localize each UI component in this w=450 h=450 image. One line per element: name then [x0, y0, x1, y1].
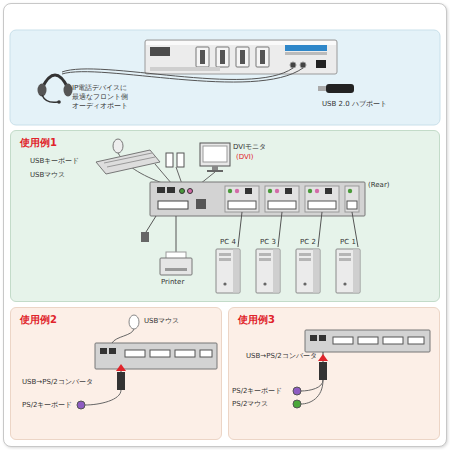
panel-title: 使用例2: [20, 313, 57, 327]
pc-tower: [335, 248, 361, 294]
usb-drive: [318, 84, 354, 93]
pc-unit: PC 2: [293, 238, 323, 296]
pc-tower: [255, 248, 281, 294]
front-panel-band: [10, 30, 440, 125]
part-label: PS/2キーボード: [22, 401, 72, 410]
part-label: DVIモニタ: [233, 143, 266, 152]
example-panel: 使用例3: [228, 307, 440, 440]
part-label: (Rear): [368, 181, 390, 190]
pc-label: PC 3: [260, 238, 276, 248]
kvm-front: [145, 40, 337, 74]
pc-unit: PC 3: [253, 238, 283, 296]
part-label: PS/2キーボード: [232, 387, 282, 396]
part-label: USB 2.0 ハブポート: [322, 100, 387, 109]
pc-label: PC 1: [340, 238, 356, 248]
panel-title: 使用例1: [20, 136, 57, 150]
pc-tower: [215, 248, 241, 294]
example-panel: 使用例2: [10, 307, 222, 440]
part-label: PS/2マウス: [232, 400, 268, 409]
part-label: IP電話デバイスに 最適なフロント側 オーディオポート: [72, 84, 134, 111]
part-label: USBマウス: [30, 171, 65, 180]
pc-tower: [295, 248, 321, 294]
pc-unit: PC 4: [213, 238, 243, 296]
part-label: USBマウス: [144, 317, 179, 326]
pc-unit: PC 1: [333, 238, 363, 296]
part-label: USB→PS/2コンバータ: [22, 378, 93, 387]
part-label: (DVI): [236, 153, 254, 162]
panel-title: 使用例3: [238, 313, 275, 327]
part-label: USB→PS/2コンバータ: [246, 352, 317, 361]
part-label: USBキーボード: [30, 157, 79, 166]
example-panel: 使用例1 PC 4 PC 3 PC 2 PC 1: [10, 130, 440, 302]
part-label: Printer: [161, 278, 184, 287]
pc-label: PC 4: [220, 238, 236, 248]
pc-label: PC 2: [300, 238, 316, 248]
